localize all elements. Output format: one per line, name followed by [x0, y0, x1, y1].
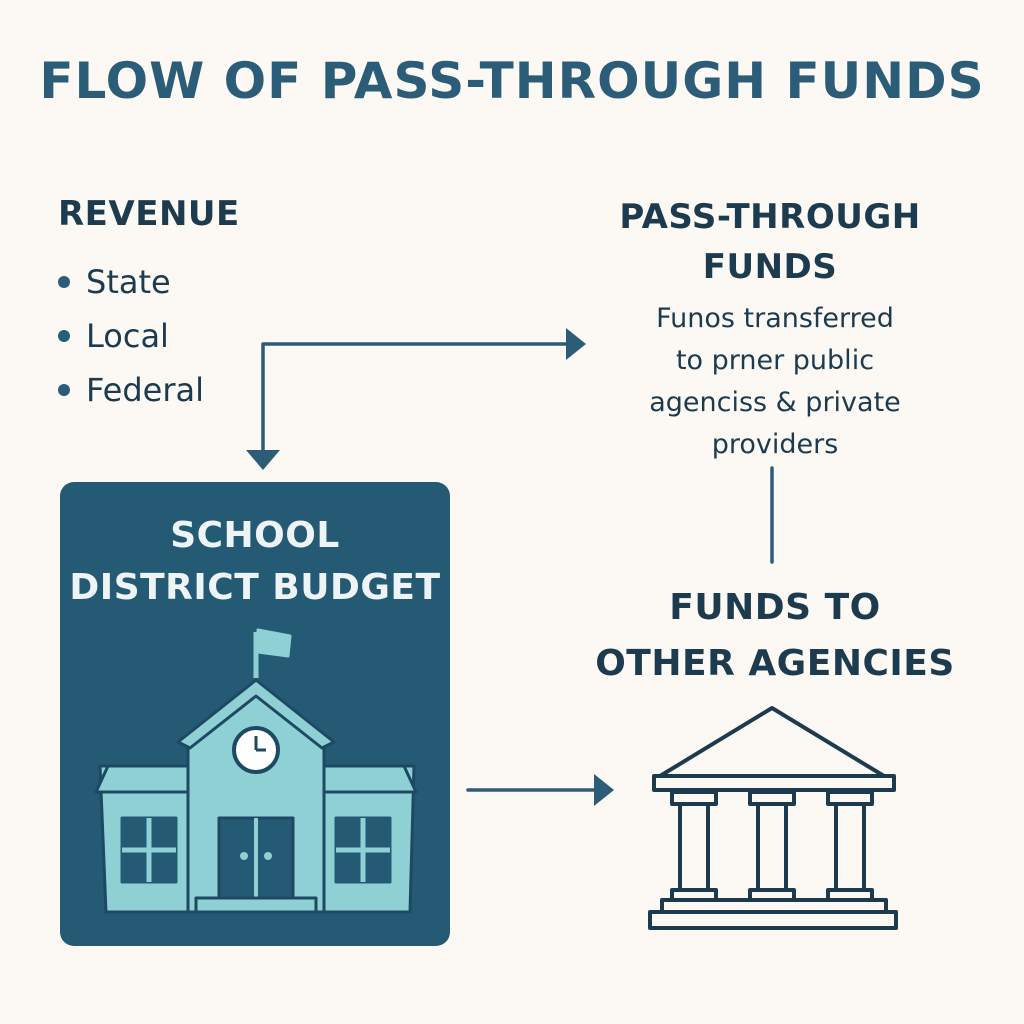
pass-through-desc-line1: Funos transferred [656, 303, 894, 334]
pass-through-heading-line1: PASS-THROUGH [619, 197, 921, 237]
revenue-item-federal: Federal [56, 366, 204, 420]
arrow-down-icon [246, 450, 280, 470]
revenue-item-label: Federal [86, 371, 204, 409]
arrow-right-icon [566, 328, 586, 360]
bullet-icon [58, 330, 70, 342]
bullet-icon [58, 384, 70, 396]
school-building-icon [94, 628, 418, 914]
revenue-item-label: State [86, 263, 171, 301]
pass-through-heading-line2: FUNDS [702, 247, 838, 287]
government-building-icon [648, 706, 898, 930]
budget-title: SCHOOL DISTRICT BUDGET [60, 510, 450, 614]
pass-through-desc-line4: providers [711, 429, 839, 460]
pass-through-description: Funos transferred to prner public agenci… [600, 298, 950, 466]
other-agencies-heading-line2: OTHER AGENCIES [595, 643, 955, 684]
pass-through-heading: PASS-THROUGH FUNDS [590, 192, 950, 292]
revenue-connector [261, 342, 574, 454]
other-agencies-heading-line1: FUNDS TO [669, 587, 881, 628]
revenue-list: State Local Federal [56, 258, 204, 420]
pass-through-desc-line2: to prner public [675, 345, 875, 376]
revenue-item-local: Local [56, 312, 204, 366]
revenue-item-state: State [56, 258, 204, 312]
revenue-heading: REVENUE [58, 194, 240, 234]
other-agencies-heading: FUNDS TO OTHER AGENCIES [590, 580, 960, 692]
pass-through-desc-line3: agenciss & private [649, 387, 901, 418]
revenue-item-label: Local [86, 317, 169, 355]
bullet-icon [58, 276, 70, 288]
diagram-title: FLOW OF PASS-THROUGH FUNDS [39, 52, 985, 110]
budget-title-line2: DISTRICT BUDGET [69, 567, 441, 608]
arrow-right-icon [594, 774, 614, 806]
budget-title-line1: SCHOOL [170, 515, 340, 556]
